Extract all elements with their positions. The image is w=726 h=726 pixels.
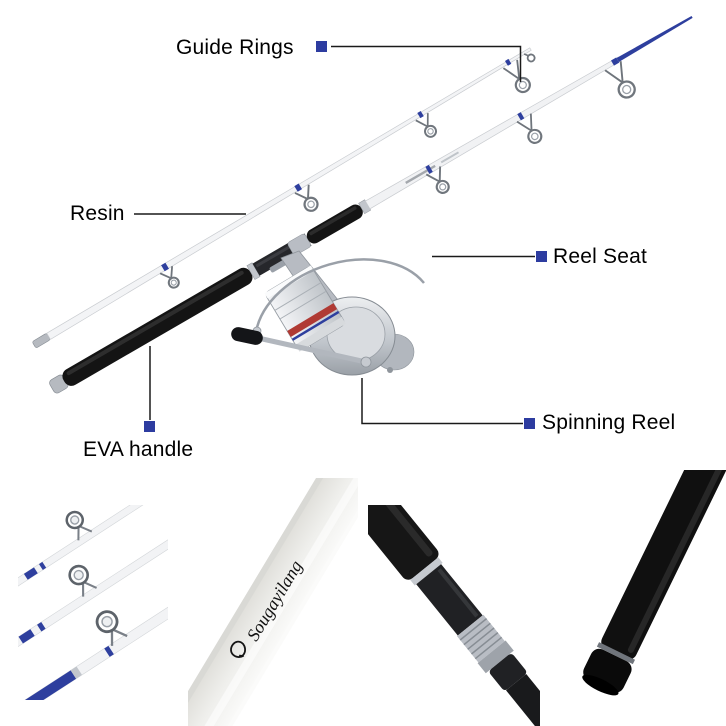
spinning-reel [231,250,425,376]
brand-logo-icon [230,640,246,658]
detail-rod-tip [18,505,168,595]
thread-wrap [504,58,512,66]
detail-rod-tip [18,596,168,700]
seat-hood [489,654,527,690]
detail-rod-tip [18,535,168,655]
eva-handle-label: EVA handle [83,438,194,461]
guide-ring [425,166,450,194]
guide-ring [604,61,636,99]
tip-blank [46,47,532,340]
rod-butt-section [49,15,693,394]
lock-nut [477,640,514,674]
detail-reel-seat [368,505,540,726]
blank-print [440,151,460,164]
guide-ring [502,59,531,94]
grip-highlight [66,270,244,376]
handle-screw [360,356,372,368]
rod-blank [364,56,622,210]
spool-decal [287,303,338,337]
blank-print [405,164,436,184]
front-eva-grip [306,204,363,244]
reel-handle-knob [231,327,263,345]
thumbnail-reel-seat [368,505,540,726]
reel-seat-label: Reel Seat [553,245,648,268]
thumbnail-rod-blank: Sougayilang [188,478,358,726]
reel-bail [254,258,425,333]
thread-wrap [517,112,525,121]
guide-ring [159,266,180,289]
guide-rings-leader-line [331,45,522,82]
resin-label: Resin [70,202,125,225]
thread-wrap [425,164,433,174]
rod-tip-section [32,47,536,348]
guide-rings-label: Guide Rings [176,36,294,59]
thumbnail-eva-handle [582,470,726,696]
spinning-reel-marker [524,418,535,429]
thread-wrap [417,110,424,119]
blue-tip [616,15,693,63]
guide-ring [294,184,319,212]
anti-reverse-switch [387,367,393,373]
grip-highlight [309,206,357,236]
guide-ring [516,113,543,144]
detail-blank [188,478,358,726]
eva-handle-marker [144,421,155,432]
reel-handle-arm [255,335,369,365]
spinning-reel-label: Spinning Reel [542,411,676,434]
guide-rings-marker [316,41,327,52]
spinning-reel-leader-line [361,378,523,425]
thread-wrap [611,57,620,66]
tip-top-guide [523,53,536,63]
thread-wrap [294,183,303,192]
detail-eva-handle [582,470,726,696]
thumbnail-guide-rings [18,505,168,700]
reel-seat-marker [536,251,547,262]
thread-wrap [161,262,169,272]
guide-ring [415,113,438,138]
rear-eva-grip [62,267,253,386]
